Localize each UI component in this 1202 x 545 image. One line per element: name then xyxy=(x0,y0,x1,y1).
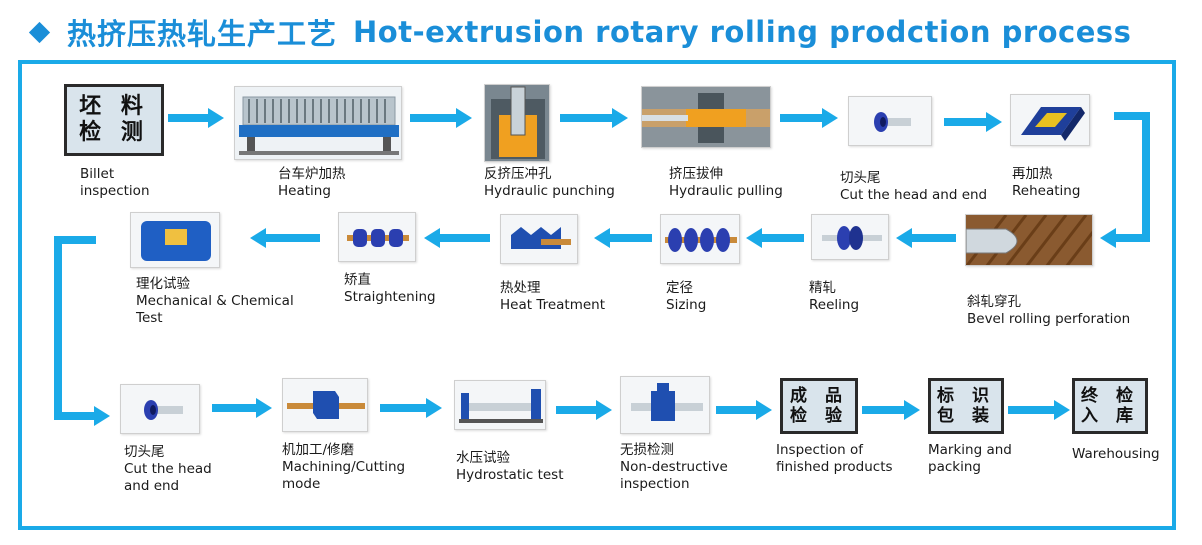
flow-arrow xyxy=(250,228,320,248)
cut-head-end-image-2 xyxy=(120,384,200,434)
flow-arrow xyxy=(1008,400,1070,420)
finished-inspection-text-box: 成 品 检 验 xyxy=(780,378,858,434)
non-destructive-image xyxy=(620,376,710,434)
connector-bar xyxy=(1114,112,1150,120)
sizing-image xyxy=(660,214,740,264)
connector-bar xyxy=(1118,234,1150,242)
flow-arrow xyxy=(1100,228,1130,248)
straightening-image xyxy=(338,212,416,262)
heating-furnace-image xyxy=(234,86,402,160)
hydraulic-punching-image xyxy=(484,84,550,162)
machining-image xyxy=(282,378,368,432)
flow-arrow xyxy=(594,228,652,248)
flow-arrow xyxy=(716,400,772,420)
page-title: 热挤压热轧生产工艺 Hot-extrusion rotary rolling p… xyxy=(28,14,1132,51)
flow-arrow xyxy=(746,228,804,248)
mechanical-test-image xyxy=(130,212,220,268)
connector-bar xyxy=(54,236,62,418)
flow-arrow xyxy=(862,400,920,420)
heat-treatment-image xyxy=(500,214,578,264)
flow-arrow xyxy=(168,108,224,128)
title-chinese: 热挤压热轧生产工艺 xyxy=(67,17,338,51)
flow-arrow xyxy=(54,406,110,426)
connector-bar xyxy=(54,236,96,244)
hydrostatic-test-image xyxy=(454,380,546,430)
reeling-image xyxy=(811,214,889,260)
marking-packing-text-box: 标 识 包 装 xyxy=(928,378,1004,434)
warehousing-text-box: 终 检 入 库 xyxy=(1072,378,1148,434)
cut-head-end-image xyxy=(848,96,932,146)
billet-inspection-text-box: 坯 料 检 测 xyxy=(64,84,164,156)
flow-arrow xyxy=(944,112,1002,132)
hydraulic-pulling-image xyxy=(641,86,771,148)
flow-arrow xyxy=(380,398,442,418)
connector-bar xyxy=(1142,112,1150,242)
reheating-image xyxy=(1010,94,1090,146)
flow-arrow xyxy=(410,108,472,128)
process-frame xyxy=(18,60,1176,530)
flow-arrow xyxy=(424,228,490,248)
title-english: Hot-extrusion rotary rolling prodction p… xyxy=(353,15,1132,49)
flow-arrow xyxy=(896,228,956,248)
step-label: Warehousing xyxy=(1072,446,1160,462)
flow-arrow xyxy=(780,108,838,128)
bevel-rolling-image xyxy=(965,214,1093,266)
flow-arrow xyxy=(212,398,272,418)
diamond-bullet-icon xyxy=(28,21,51,43)
flow-arrow xyxy=(560,108,628,128)
flow-arrow xyxy=(556,400,612,420)
